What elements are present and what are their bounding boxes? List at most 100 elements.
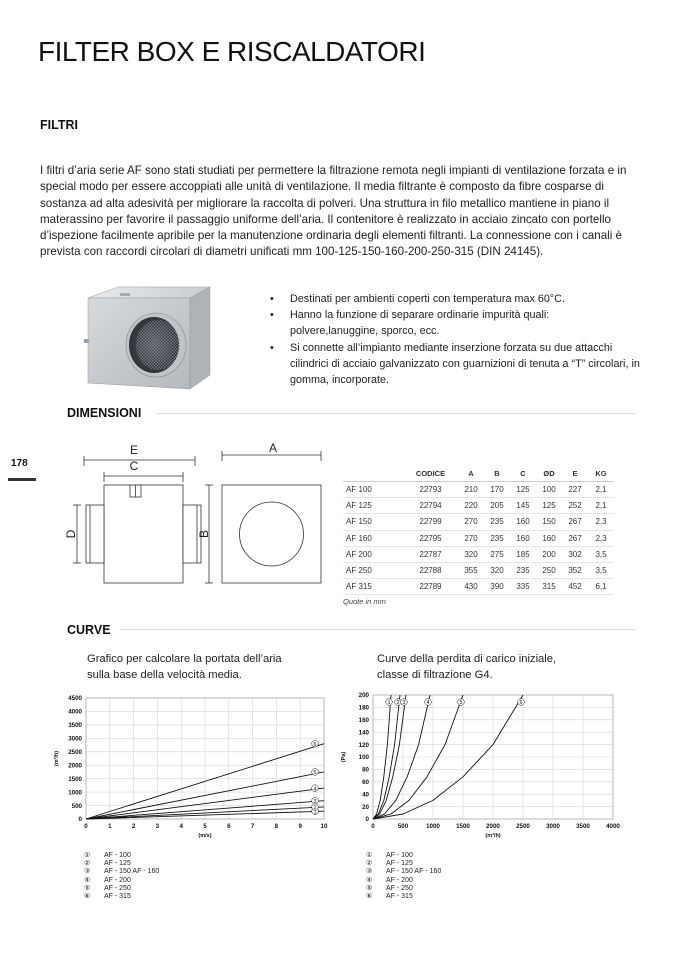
table-cell: 3,5 [588, 562, 614, 580]
series-marker [385, 698, 393, 706]
series-line [372, 694, 431, 820]
series-marker [311, 768, 319, 776]
y-tick-label: 120 [359, 742, 370, 749]
feature-item: Hanno la funzione di separare ordinarie … [270, 307, 640, 339]
x-tick-label: 9 [298, 823, 302, 830]
model-cell: AF 160 [343, 530, 403, 547]
table-cell: 125 [536, 497, 562, 515]
series-label: 6 [519, 700, 522, 706]
series-label: 1 [313, 809, 316, 815]
series-marker [311, 797, 319, 805]
y-tick-label: 160 [359, 717, 370, 724]
page-number-bar [8, 478, 36, 481]
x-tick-label: 4 [179, 823, 183, 830]
feature-list: Destinati per ambienti coperti con tempe… [270, 291, 640, 388]
table-cell: 205 [484, 497, 510, 515]
series-line [85, 810, 325, 820]
y-tick-label: 500 [72, 803, 83, 810]
feature-item: Destinati per ambienti coperti con tempe… [270, 291, 640, 307]
table-cell: 170 [484, 481, 510, 499]
y-tick-label: 100 [359, 754, 370, 761]
y-tick-label: 0 [366, 816, 370, 823]
table-cell: 302 [562, 546, 588, 563]
table-cell: 267 [562, 530, 588, 547]
series-marker [311, 740, 319, 748]
model-cell: AF 315 [343, 578, 403, 596]
x-tick-label: 4000 [606, 823, 620, 830]
table-cell: 2,3 [588, 530, 614, 547]
plot-frame [85, 697, 325, 820]
table-cell: 270 [458, 530, 484, 547]
y-tick-label: 1000 [68, 789, 82, 796]
series-line [372, 694, 464, 820]
chart-caption-right: Curve della perdita di carico iniziale, … [377, 653, 557, 681]
y-tick-label: 4000 [68, 709, 82, 716]
y-axis-label: (m³/h) [53, 751, 60, 766]
table-cell: 22795 [403, 530, 458, 547]
intro-paragraph: I filtri d’aria serie AF sono stati stud… [40, 164, 627, 259]
y-tick-label: 3000 [68, 736, 82, 743]
x-tick-label: 3 [156, 823, 160, 830]
series-label: 2 [313, 805, 316, 811]
x-tick-label: 0 [84, 823, 88, 830]
dim-label-e: E [130, 443, 138, 457]
x-tick-label: 3500 [576, 823, 590, 830]
y-axis-label: (Pa) [341, 752, 347, 763]
series-line [85, 806, 325, 820]
y-tick-label: 60 [362, 779, 369, 786]
table-cell: 145 [510, 497, 536, 515]
table-cell: 2,1 [588, 497, 614, 515]
y-tick-label: 140 [359, 729, 370, 736]
series-label: 5 [313, 770, 316, 776]
filter-box-photo [84, 286, 211, 390]
table-cell: 335 [510, 578, 536, 596]
table-header [343, 466, 403, 482]
x-tick-label: 8 [275, 823, 279, 830]
table-cell: 200 [536, 546, 562, 563]
table-header-row: CODICE A B C ØD E KG [343, 466, 614, 482]
table-header: B [484, 466, 510, 482]
series-label: 1 [387, 700, 390, 706]
table-cell: 22788 [403, 562, 458, 580]
table-cell: 22799 [403, 513, 458, 531]
table-cell: 315 [536, 578, 562, 596]
series-line [85, 743, 325, 820]
table-cell: 270 [458, 513, 484, 531]
series-label: 3 [313, 799, 316, 805]
series-marker [311, 784, 319, 792]
x-tick-label: 1 [108, 823, 112, 830]
table-cell: 2,1 [588, 481, 614, 499]
x-tick-label: 3000 [546, 823, 560, 830]
table-cell: 22793 [403, 481, 458, 499]
table-cell: 160 [510, 530, 536, 547]
table-cell: 210 [458, 481, 484, 499]
table-cell: 22794 [403, 497, 458, 515]
dim-label-d: D [64, 529, 78, 538]
table-cell: 267 [562, 513, 588, 531]
table-cell: 320 [458, 546, 484, 563]
table-cell: 452 [562, 578, 588, 596]
y-tick-label: 4500 [68, 695, 82, 702]
table-cell: 150 [536, 513, 562, 531]
table-cell: 235 [484, 513, 510, 531]
table-cell: 227 [562, 481, 588, 499]
table-header: ØD [536, 466, 562, 482]
table-cell: 3,5 [588, 546, 614, 563]
dim-label-c: C [130, 459, 139, 473]
model-cell: AF 125 [343, 497, 403, 515]
y-tick-label: 80 [362, 767, 369, 774]
table-header: E [562, 466, 588, 482]
y-tick-label: 200 [359, 692, 370, 699]
table-note: Quote in mm [343, 597, 386, 606]
table-cell: 352 [562, 562, 588, 580]
series-line [85, 787, 325, 820]
